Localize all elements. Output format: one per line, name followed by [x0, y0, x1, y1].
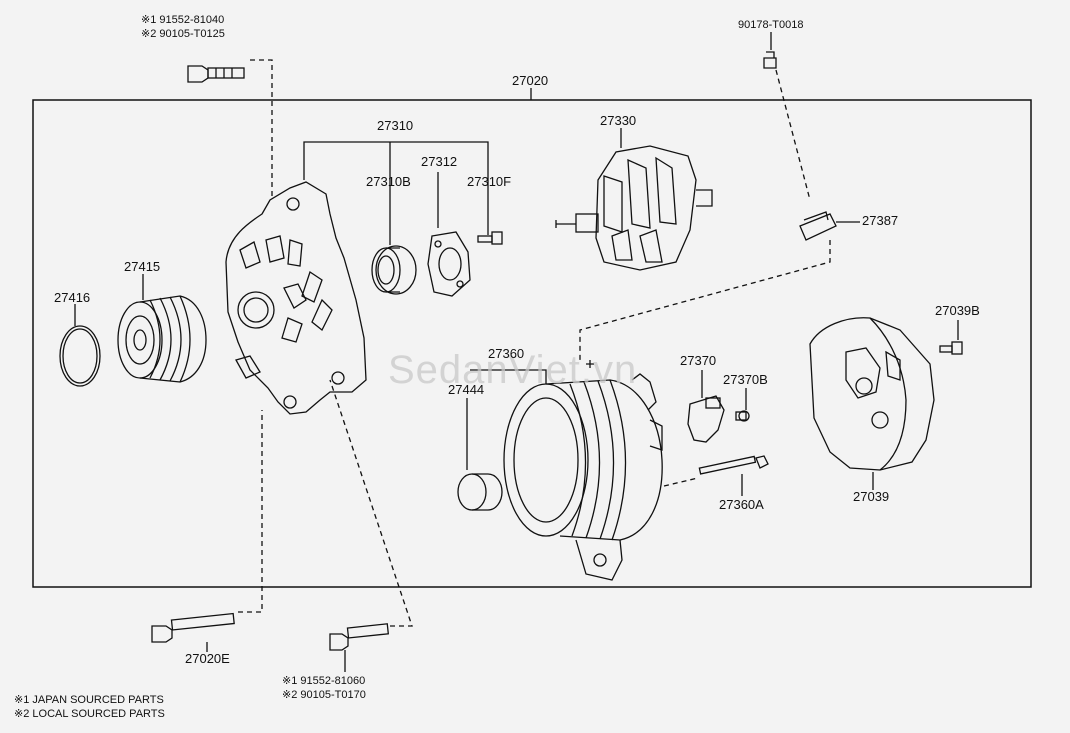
label-27387: 27387 [862, 213, 899, 228]
legend-japan: ※1 JAPAN SOURCED PARTS [14, 694, 164, 706]
nut-top-right [763, 51, 777, 69]
label-27370b: 27370B [723, 372, 768, 387]
regulator-screw [735, 410, 750, 422]
assembly-box [32, 99, 1032, 588]
label-27039b: 27039B [935, 303, 980, 318]
rotor [555, 145, 713, 271]
bolt-top-left [187, 65, 245, 83]
watermark: SedanViet.vn [388, 348, 638, 392]
label-27370: 27370 [680, 353, 717, 368]
pulley-cap-ring [59, 325, 101, 387]
label-27310f: 27310F [467, 174, 512, 189]
bolt-bottom-center [329, 623, 390, 651]
bearing-cover [457, 473, 503, 511]
label-27416: 27416 [54, 290, 91, 305]
through-bolt [698, 455, 769, 475]
rectifier-end-frame [503, 360, 663, 581]
rear-cover-screw [939, 341, 963, 355]
label-27444: 27444 [448, 382, 485, 397]
label-27310b: 27310B [366, 174, 411, 189]
label-27330: 27330 [600, 113, 637, 128]
terminal-insulator [799, 211, 837, 241]
bolt-bottom-note-1: ※1 91552-81060 [282, 675, 366, 687]
bolt-top-note-2: ※2 90105-T0125 [141, 28, 225, 40]
retainer-plate [427, 231, 471, 297]
label-27312: 27312 [421, 154, 458, 169]
label-27020: 27020 [512, 73, 549, 88]
bolt-bottom-note-2: ※2 90105-T0170 [282, 689, 366, 701]
label-27360: 27360 [488, 346, 525, 361]
label-27415: 27415 [124, 259, 161, 274]
rear-cover [809, 317, 935, 471]
mount-bolt [151, 612, 235, 643]
regulator [687, 395, 725, 443]
retainer-screw [477, 231, 503, 245]
bearing [371, 245, 417, 295]
label-27020e: 27020E [185, 651, 230, 666]
label-27310: 27310 [377, 118, 414, 133]
bolt-top-note-1: ※1 91552-81040 [141, 14, 225, 26]
pulley [117, 295, 207, 383]
drive-end-frame [225, 181, 367, 415]
legend-local: ※2 LOCAL SOURCED PARTS [14, 708, 165, 720]
label-27360a: 27360A [719, 497, 764, 512]
label-27039: 27039 [853, 489, 890, 504]
label-90178-t0018: 90178-T0018 [738, 19, 804, 31]
